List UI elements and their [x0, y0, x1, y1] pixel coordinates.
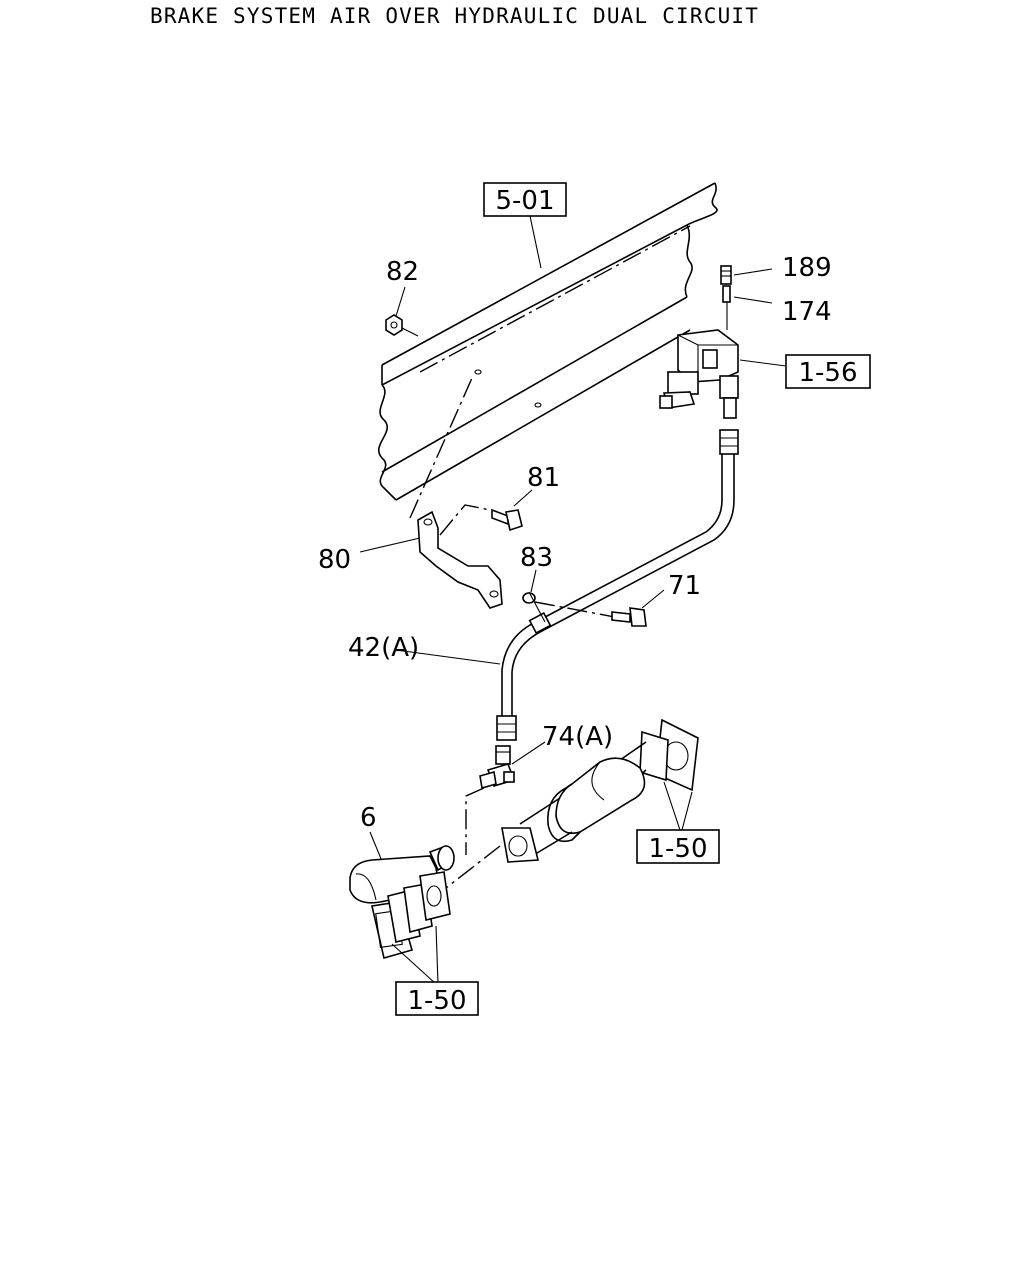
valve-ref-label: 1-56 [798, 358, 857, 388]
callout-83: 83 [520, 543, 553, 573]
relay-valve-assembly: 189 174 1-56 [659, 253, 871, 419]
callout-74a: 74(A) [542, 722, 613, 752]
callout-174: 174 [782, 297, 832, 327]
exhaust-ref-upper-label: 1-50 [648, 834, 707, 864]
exhaust-brake-unit-6: 6 1-50 [349, 803, 479, 1016]
bolt-71: 71 [611, 571, 701, 627]
hydraulic-pipe-42a: 42(A) [348, 429, 739, 741]
frame-ref-callout: 5-01 [483, 182, 567, 269]
connector-74a: 74(A) [465, 722, 613, 855]
callout-189: 189 [782, 253, 832, 283]
page-title: BRAKE SYSTEM AIR OVER HYDRAULIC DUAL CIR… [150, 4, 760, 28]
callout-81: 81 [527, 463, 560, 493]
exhaust-muffler: 1-50 [445, 718, 720, 889]
bolt-81: 81 [491, 463, 560, 532]
frame-rail [378, 182, 718, 501]
callout-42a: 42(A) [348, 633, 419, 663]
callout-71: 71 [668, 571, 701, 601]
exhaust-ref-lower-label: 1-50 [407, 986, 466, 1016]
frame-ref-label: 5-01 [495, 186, 554, 216]
callout-6: 6 [360, 803, 377, 833]
bracket-80: 80 [318, 377, 503, 609]
clip-83: 83 [520, 543, 621, 623]
callout-80: 80 [318, 545, 351, 575]
nut-82: 82 [385, 257, 419, 337]
callout-82: 82 [386, 257, 419, 287]
